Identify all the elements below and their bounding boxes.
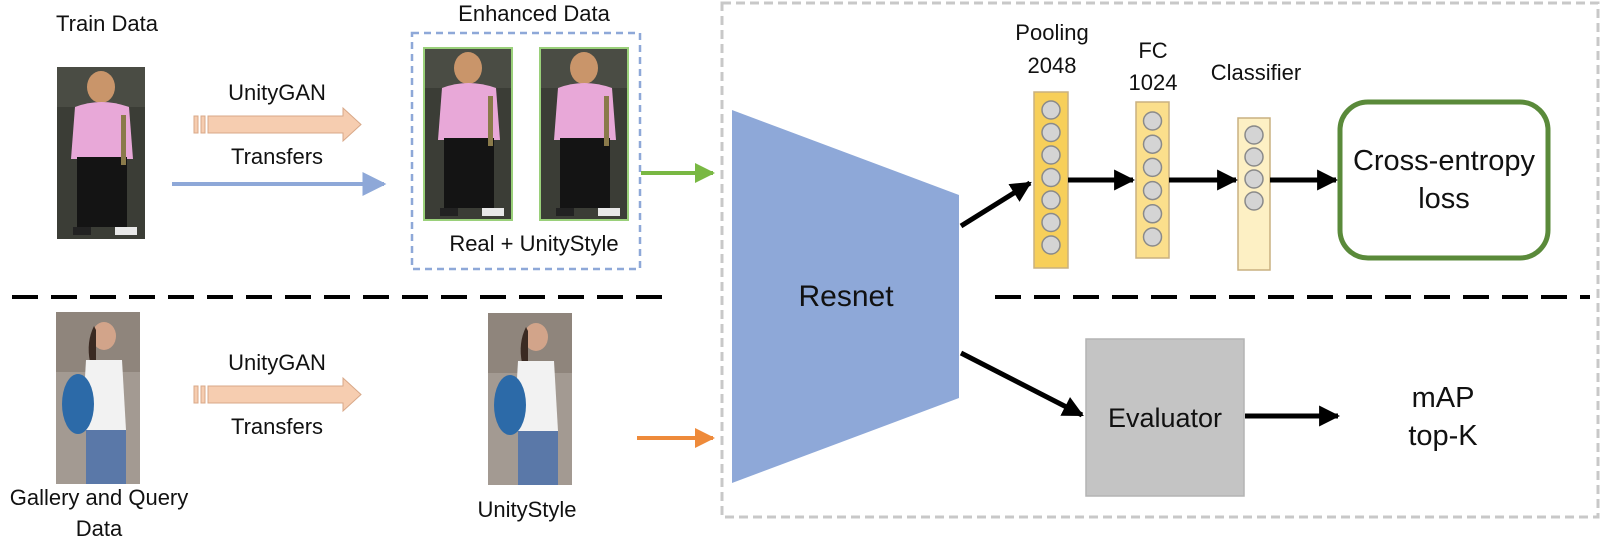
real-image: [423, 47, 513, 221]
transfers-label-top: Transfers: [231, 144, 323, 169]
metric-map-label: mAP: [1412, 382, 1475, 414]
fc-node: [1142, 111, 1163, 131]
enhanced-data-label: Enhanced Data: [458, 1, 610, 26]
fc-node: [1142, 157, 1163, 178]
gallery-person-image: [56, 312, 140, 484]
fc-label: FC: [1138, 38, 1167, 63]
evaluator-box: [1085, 338, 1245, 497]
evaluator-label: Evaluator: [1108, 403, 1222, 433]
unitystyle-image: [539, 47, 629, 221]
pooling-node: [1041, 145, 1061, 165]
classifier-node: [1244, 125, 1264, 145]
classifier-node: [1244, 191, 1264, 211]
unitygan-arrow-bottom: [193, 376, 362, 413]
pooling-node: [1041, 167, 1061, 188]
gallery-query-label-line2: Data: [76, 516, 123, 541]
classifier-layer: [1237, 117, 1271, 271]
classifier-label: Classifier: [1211, 60, 1301, 85]
pooling-node: [1041, 212, 1061, 233]
fc-node: [1142, 134, 1163, 154]
loss-label-line1: Cross-entropy: [1353, 145, 1536, 177]
pooling-node: [1041, 235, 1061, 255]
pooling-node: [1041, 122, 1061, 143]
resnet-to-evaluator-arrow: [959, 350, 1084, 418]
unitygan-arrow-top: [193, 106, 362, 143]
real-unitystyle-label: Real + UnityStyle: [449, 231, 618, 256]
network-panel: [720, 1, 1600, 519]
pooling-dim-label: 2048: [1028, 53, 1077, 78]
transfers-label-bottom: Transfers: [231, 414, 323, 439]
fc-node: [1142, 180, 1163, 201]
fc-node: [1142, 204, 1163, 224]
pooling-node: [1041, 190, 1061, 210]
unitystyle-query-image: [488, 313, 572, 485]
metric-topk-label: top-K: [1408, 420, 1478, 452]
fc-layer: [1135, 101, 1170, 259]
unitygan-label-top: UnityGAN: [228, 80, 326, 105]
pooling-label: Pooling: [1015, 20, 1088, 45]
pooling-node: [1041, 100, 1061, 120]
fc-node: [1142, 227, 1163, 247]
train-data-label: Train Data: [56, 11, 159, 36]
resnet-to-pooling-arrow: [959, 180, 1032, 229]
classifier-node: [1244, 147, 1264, 167]
fc-dim-label: 1024: [1129, 70, 1178, 95]
unitystyle-label: UnityStyle: [477, 497, 576, 522]
resnet-label: Resnet: [798, 280, 894, 313]
resnet-block: [732, 110, 959, 483]
unitygan-label-bottom: UnityGAN: [228, 350, 326, 375]
pooling-layer: [1033, 91, 1069, 269]
enhanced-data-box: [410, 31, 642, 271]
gallery-query-label-line1: Gallery and Query: [10, 485, 189, 510]
loss-label-line2: loss: [1418, 183, 1470, 215]
classifier-node: [1244, 169, 1264, 189]
train-person-image: [57, 67, 145, 239]
cross-entropy-loss-box: [1337, 99, 1551, 261]
